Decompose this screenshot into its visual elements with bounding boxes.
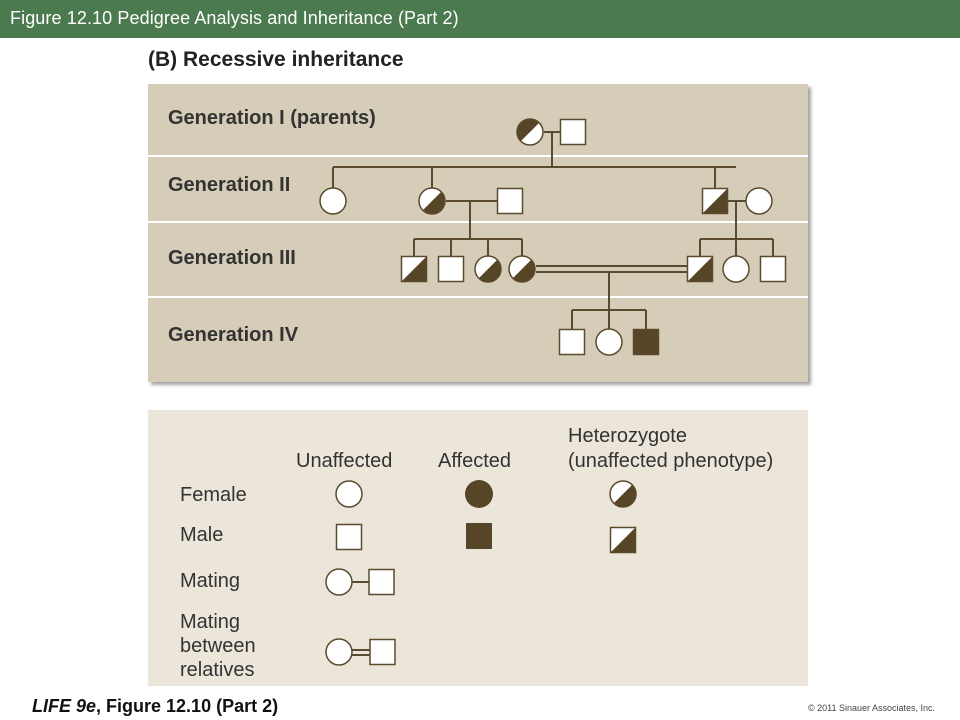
legend-affected-male-symbol	[466, 523, 492, 549]
slide-title: Figure 12.10 Pedigree Analysis and Inher…	[10, 8, 459, 28]
legend-row-relatives-3: relatives	[180, 659, 255, 681]
gen1-heterozygous-female	[516, 118, 544, 146]
legend-row-relatives-1: Mating	[180, 611, 241, 633]
footer-book: LIFE 9e	[32, 696, 97, 716]
gen1-unaffected-male	[559, 118, 587, 146]
gen4-unaffected-female	[595, 328, 623, 356]
gen2-heterozygous-male	[701, 187, 729, 215]
legend-mating-symbol	[325, 568, 395, 596]
generation-divider	[148, 155, 808, 157]
gen3-heterozygous-male	[686, 255, 714, 283]
footer-figure-ref: , Figure 12.10 (Part 2)	[96, 696, 279, 716]
pedigree-panel	[148, 84, 808, 382]
gen3-unaffected-female	[722, 255, 750, 283]
gen2-unaffected-female	[745, 187, 773, 215]
legend-heterozygous-male-symbol	[609, 526, 637, 554]
generation-divider	[148, 221, 808, 223]
legend-row-mating: Mating	[180, 570, 241, 592]
generation-2-label: Generation II	[168, 174, 291, 196]
panel-subtitle: (B) Recessive inheritance	[148, 48, 404, 71]
generation-4-label: Generation IV	[168, 324, 299, 346]
gen2-unaffected-male	[496, 187, 524, 215]
generation-3-label: Generation III	[168, 247, 296, 269]
legend-header-heterozygote: Heterozygote	[568, 425, 687, 447]
legend-row-female: Female	[180, 484, 247, 506]
legend-affected-female-symbol	[465, 480, 493, 508]
legend-header-heterozygote-note: (unaffected phenotype)	[568, 450, 774, 472]
gen3-heterozygous-female	[474, 255, 502, 283]
gen3-heterozygous-male	[400, 255, 428, 283]
legend-unaffected-male-symbol	[335, 523, 363, 551]
gen3-heterozygous-female	[508, 255, 536, 283]
legend-header-affected: Affected	[438, 450, 512, 472]
pedigree-lines	[332, 131, 774, 656]
legend-heterozygous-female-symbol	[609, 480, 637, 508]
legend-consanguineous-mating-symbol	[325, 638, 396, 666]
footer-citation: LIFE 9e, Figure 12.10 (Part 2)	[32, 696, 278, 717]
gen3-unaffected-male	[437, 255, 465, 283]
gen2-unaffected-female	[319, 187, 347, 215]
generation-1-label: Generation I (parents)	[168, 107, 376, 129]
footer-copyright: © 2011 Sinauer Associates, Inc.	[808, 703, 936, 713]
legend-unaffected-female-symbol	[335, 480, 363, 508]
gen2-heterozygous-female	[418, 187, 446, 215]
title-bar: Figure 12.10 Pedigree Analysis and Inher…	[0, 0, 960, 38]
generation-divider	[148, 296, 808, 298]
legend-row-male: Male	[180, 524, 224, 546]
legend-header-unaffected: Unaffected	[296, 450, 393, 472]
gen3-unaffected-male	[759, 255, 787, 283]
legend-row-relatives-2: between	[180, 635, 256, 657]
gen4-unaffected-male	[558, 328, 586, 356]
gen4-affected-male	[632, 328, 660, 356]
